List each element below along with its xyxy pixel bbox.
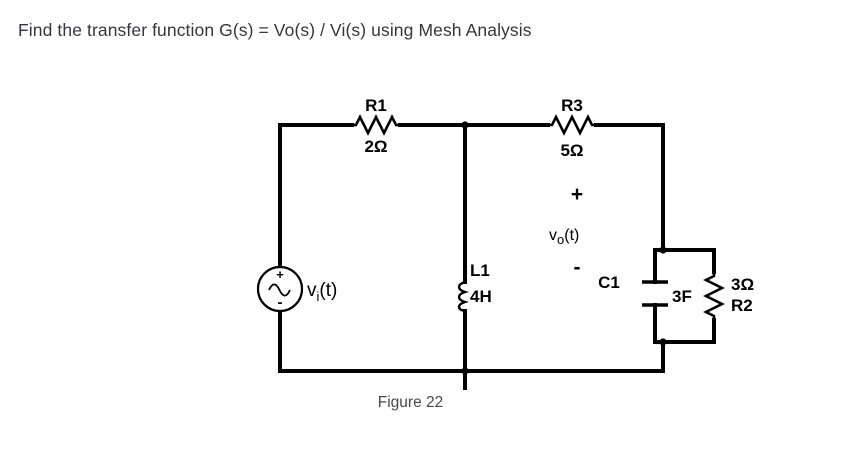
r2-name-label: R2 bbox=[731, 296, 753, 315]
circuit-wires bbox=[278, 123, 716, 390]
figure-caption: Figure 22 bbox=[0, 394, 863, 412]
r3-name-label: R3 bbox=[561, 96, 583, 115]
inductor-l1: L1 4H bbox=[457, 261, 492, 313]
output-minus-sign: - bbox=[574, 256, 581, 279]
junction-bottom-center bbox=[461, 367, 469, 375]
r2-zigzag bbox=[703, 272, 725, 320]
output-label-main: v bbox=[549, 227, 557, 244]
source-minus-sign: - bbox=[278, 294, 283, 311]
l1-value-label: 4H bbox=[470, 287, 492, 306]
figure-caption-text: Figure 22 bbox=[377, 394, 444, 411]
junction-parallel-bottom bbox=[659, 338, 667, 346]
resistor-r3: R3 5Ω bbox=[548, 96, 596, 160]
resistor-r2: 3Ω R2 bbox=[703, 272, 754, 320]
r2-value-label: 3Ω bbox=[731, 275, 754, 294]
output-plus-sign: + bbox=[571, 183, 583, 206]
source-label: vi(t) bbox=[307, 280, 337, 304]
source-plus-sign: + bbox=[276, 267, 284, 282]
c1-value-label: 3F bbox=[672, 287, 692, 306]
c1-name-label: C1 bbox=[598, 273, 620, 292]
r1-name-label: R1 bbox=[365, 96, 387, 115]
output-label-subscript: o bbox=[557, 232, 564, 247]
source-sine-wave bbox=[268, 283, 291, 297]
l1-coil bbox=[457, 280, 470, 313]
source-label-tail: (t) bbox=[319, 280, 337, 301]
output-label: vo(t) bbox=[549, 227, 579, 247]
circuit-diagram: R1 2Ω R3 5Ω + - vi(t) L1 4H bbox=[256, 96, 754, 390]
r1-zigzag bbox=[352, 114, 400, 136]
resistor-r1: R1 2Ω bbox=[352, 96, 400, 156]
problem-statement: Find the transfer function G(s) = Vo(s) … bbox=[18, 20, 532, 40]
output-label-tail: (t) bbox=[564, 227, 579, 244]
r3-zigzag bbox=[548, 114, 596, 136]
circuit-junctions bbox=[461, 121, 667, 375]
capacitor-c1: C1 3F bbox=[598, 273, 692, 307]
ac-voltage-source: + - vi(t) bbox=[256, 265, 337, 313]
l1-name-label: L1 bbox=[470, 261, 490, 280]
junction-parallel-top bbox=[659, 246, 667, 254]
source-label-main: v bbox=[307, 280, 317, 301]
r3-value-label: 5Ω bbox=[560, 141, 583, 160]
output-voltage-annotation: + - vo(t) bbox=[549, 183, 583, 279]
source-label-subscript: i bbox=[317, 289, 320, 304]
junction-top-center bbox=[461, 121, 469, 129]
r1-value-label: 2Ω bbox=[364, 137, 387, 156]
